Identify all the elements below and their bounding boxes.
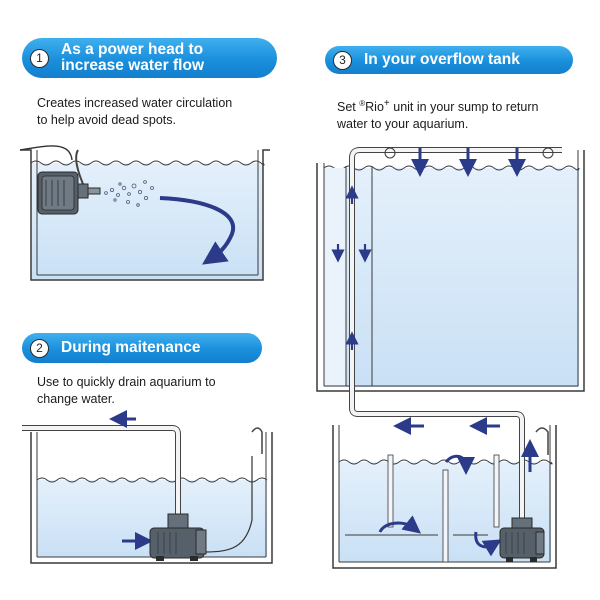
section-3-header: 3 In your overflow tank: [325, 46, 573, 74]
section-1-description: Creates increased water circulation to h…: [37, 96, 233, 127]
section-3-description: Set ®Rio+ unit in your sump to return wa…: [337, 95, 538, 133]
curved-arrow-icon: [474, 531, 502, 557]
section-3-description-rest: unit in your sump to return water to you…: [337, 100, 539, 132]
bubbles: [104, 180, 154, 207]
overflow-arrows: [331, 185, 372, 350]
tank-2-waterline: [36, 477, 268, 483]
section-3-number: 3: [333, 50, 352, 70]
flow-arrow-icon: [159, 196, 236, 265]
power-cord-2: [204, 456, 253, 553]
brand-name: Rio: [365, 100, 384, 115]
drain-hose: [22, 426, 180, 522]
display-tank-water: [324, 168, 579, 387]
return-pump: [499, 517, 545, 562]
section-3-title: In your overflow tank: [364, 51, 520, 68]
section-1-title: As a power head to increase water flow: [61, 41, 205, 74]
sump-flow-arrows: [378, 417, 539, 557]
display-tank-waterline: [323, 165, 580, 171]
curved-arrow-icon: [444, 454, 475, 475]
section-2-description: Use to quickly drain aquarium to change …: [37, 375, 216, 406]
power-cord: [19, 145, 73, 161]
curved-arrow-icon: [378, 515, 422, 534]
tank-1-glass: [20, 149, 270, 281]
return-flow-arrows: [411, 148, 526, 177]
drain-pump: [149, 513, 207, 561]
display-tank: [316, 150, 585, 392]
section-3-description-prefix: Set: [337, 100, 360, 115]
power-head-pump: [19, 145, 101, 215]
section-1-number: 1: [30, 48, 49, 68]
registered-mark: ®: [359, 99, 366, 108]
brand-plus: +: [383, 98, 390, 109]
section-2-title: During maitenance: [61, 339, 201, 356]
section-1-header: 1 As a power head to increase water flow: [22, 38, 277, 78]
tank-1-waterline: [30, 160, 265, 166]
tank-1: [20, 149, 270, 281]
section-2-number: 2: [30, 338, 49, 358]
sump-pipe: [350, 392, 524, 526]
section-2-header: 2 During maitenance: [22, 333, 262, 363]
return-pipe: [350, 148, 562, 392]
